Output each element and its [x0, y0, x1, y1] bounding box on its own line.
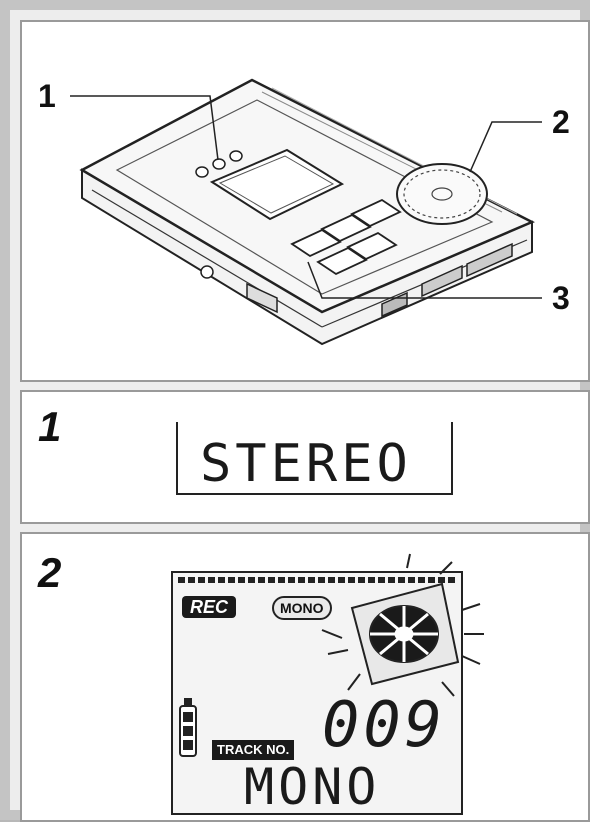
step-1-number: 1: [38, 403, 62, 450]
device-illustration-panel: 1 2 3: [20, 20, 590, 382]
callout-2: 2: [552, 104, 570, 140]
lcd-stereo-text: STEREO: [200, 434, 412, 494]
step-1-panel: 1 STEREO: [20, 390, 590, 524]
callout-1: 1: [38, 78, 56, 114]
md-recorder-drawing: [70, 78, 542, 346]
battery-icon: [180, 698, 196, 756]
step-2-number: 2: [38, 549, 62, 596]
step-2-panel: 2: [20, 532, 590, 822]
disc-icon: [352, 584, 458, 684]
track-number-value: 009: [322, 688, 446, 761]
callout-3: 3: [552, 280, 570, 316]
rec-indicator: REC: [182, 596, 237, 618]
mono-indicator-badge: MONO: [272, 596, 332, 620]
lcd-mono-text: MONO: [244, 758, 381, 816]
track-number-label: TRACK NO.: [212, 740, 295, 760]
lcd-bracket-frame: [176, 422, 453, 495]
